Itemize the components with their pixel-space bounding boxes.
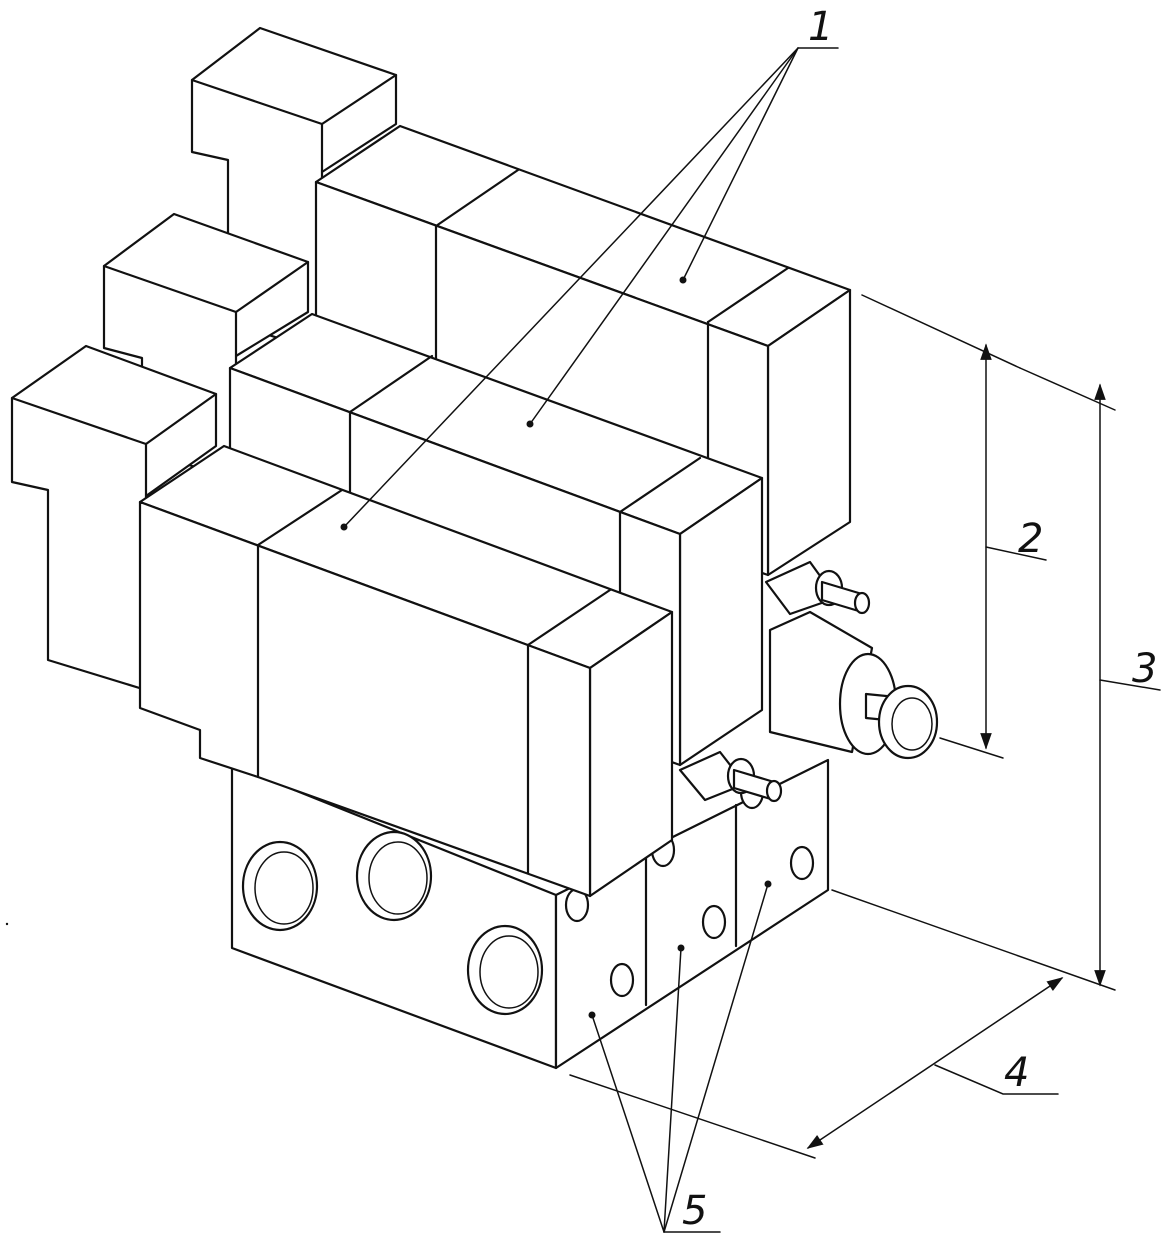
manifold-base xyxy=(230,758,830,1070)
front-port-2 xyxy=(355,830,433,922)
callout-label-1: 1 xyxy=(808,4,833,50)
callout-label-5: 5 xyxy=(682,1188,707,1234)
dimension-3 xyxy=(831,367,1161,991)
front-port-3 xyxy=(466,924,544,1016)
leader-1 xyxy=(340,47,839,531)
fitting-upper xyxy=(764,560,871,616)
front-port-1 xyxy=(241,840,319,932)
side-holes xyxy=(564,774,815,998)
stray-dot xyxy=(5,922,9,926)
valve-front xyxy=(10,344,674,898)
fitting-large xyxy=(768,610,939,760)
callout-label-2: 2 xyxy=(1018,516,1043,562)
callout-label-3: 3 xyxy=(1132,646,1157,692)
dimension-4 xyxy=(569,977,1064,1159)
callout-label-4: 4 xyxy=(1004,1050,1029,1096)
dimension-2 xyxy=(861,294,1047,759)
fitting-lower xyxy=(678,750,783,803)
leader-5 xyxy=(588,880,772,1233)
